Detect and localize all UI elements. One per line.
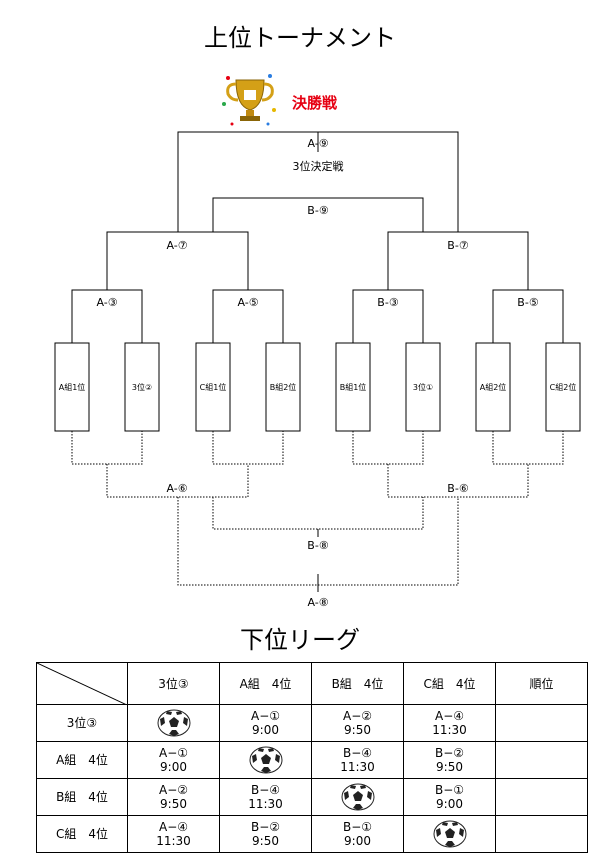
match-a5: A-⑤ [237,296,258,309]
match-a8: A-⑧ [307,596,328,609]
match-time: 9:50 [252,834,279,848]
column-header: B組 4位 [311,662,404,705]
match-time: 9:00 [252,723,279,737]
row-header: A組 4位 [36,741,128,779]
third-place-label: 3位決定戦 [293,159,344,173]
team-slot: C組2位 [550,382,577,392]
quarterfinal-lines [71,289,564,343]
final-bracket-lines [177,131,459,232]
team-boxes [54,342,581,432]
match-code: A−① [250,709,281,723]
match-time: 11:30 [340,760,375,774]
match-code: B−④ [250,783,281,797]
match-code: A−② [158,783,189,797]
column-header: C組 4位 [403,662,496,705]
column-header: 3位③ [127,662,220,705]
match-code: B−② [434,746,465,760]
match-time: 11:30 [156,834,191,848]
corner-diagonal [37,663,127,705]
trophy-icon [222,74,276,126]
match-b5: B-⑤ [517,296,539,309]
team-slot: B組2位 [270,382,297,392]
row-header: B組 4位 [36,778,128,816]
match-time: 9:50 [436,760,463,774]
team-slot: A組1位 [59,382,86,392]
soccer-ball-cell [311,778,404,816]
match-time: 11:30 [248,797,283,811]
match-code: A−① [158,746,189,760]
column-header: A組 4位 [219,662,312,705]
final-label: 決勝戦 [292,94,338,112]
rank-cell [495,704,588,742]
match-a3: A-③ [96,296,117,309]
soccer-ball-icon [433,820,467,848]
match-code: A−② [342,709,373,723]
row-header: C組 4位 [36,815,128,853]
match-time: 9:50 [344,723,371,737]
soccer-ball-cell [403,815,496,853]
match-code: B−① [434,783,465,797]
match-a7: A-⑦ [166,239,187,252]
match-a6: A-⑥ [166,482,187,495]
soccer-ball-icon [341,783,375,811]
rank-cell [495,778,588,816]
match-time: 9:00 [160,760,187,774]
third-place-lines [212,197,424,232]
row-header: 3位③ [36,704,128,742]
match-time: 11:30 [432,723,467,737]
loser-bracket-lines [71,431,564,586]
match-a9: A-⑨ [307,137,328,150]
team-slot: 3位② [132,382,152,392]
team-slot: C組1位 [200,382,227,392]
team-slot: 3位① [413,382,433,392]
corner-cell [36,662,128,705]
soccer-ball-icon [157,709,191,737]
team-slot: B組1位 [340,382,367,392]
match-time: 9:00 [344,834,371,848]
rank-cell [495,815,588,853]
rank-cell [495,741,588,779]
table-header-row: 3位③ A組 4位 B組 4位 C組 4位 順位 [36,662,588,705]
lower-league-title: 下位リーグ [240,626,360,654]
team-slot: A組2位 [480,382,507,392]
match-time: 9:50 [160,797,187,811]
soccer-ball-icon [249,746,283,774]
column-header-rank: 順位 [495,662,588,705]
tournament-bracket: 決勝戦 A-⑨ 3位決定戦 B-⑨ A-⑦ B-⑦ A-③ A-⑤ B-③ B-… [54,74,581,609]
match-b6: B-⑥ [447,482,469,495]
soccer-ball-cell [127,704,220,742]
match-time: 9:00 [436,797,463,811]
match-b7: B-⑦ [447,239,469,252]
semifinal-lines [106,231,529,290]
match-code: A−④ [434,709,465,723]
match-code: A−④ [158,820,189,834]
match-code: B−② [250,820,281,834]
soccer-ball-cell [219,741,312,779]
upper-tournament-title: 上位トーナメント [204,24,396,52]
match-b3: B-③ [377,296,399,309]
match-code: B−④ [342,746,373,760]
match-b9: B-⑨ [307,204,329,217]
match-code: B−① [342,820,373,834]
match-b8: B-⑧ [307,539,329,552]
